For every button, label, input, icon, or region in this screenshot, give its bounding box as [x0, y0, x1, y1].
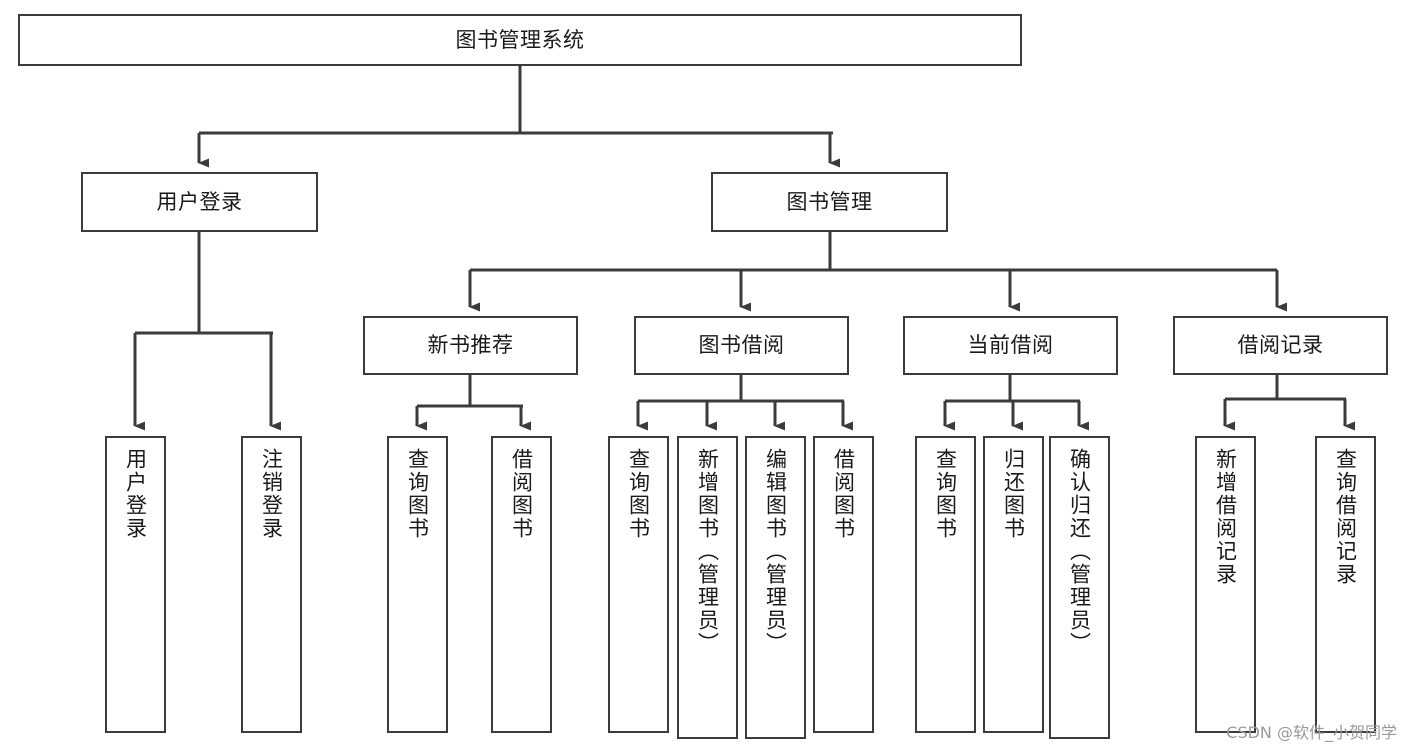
node-user-login[interactable]: 用户登录 [81, 172, 318, 232]
node-leaf-add-book[interactable]: 新增图书（管理员） [677, 436, 738, 739]
node-leaf-add-borrow-record-label: 新增借阅记录 [1213, 448, 1238, 586]
node-book-management[interactable]: 图书管理 [711, 172, 948, 232]
node-leaf-add-book-label: 新增图书（管理员） [695, 448, 720, 655]
node-leaf-add-borrow-record[interactable]: 新增借阅记录 [1195, 436, 1256, 733]
node-borrow-record[interactable]: 借阅记录 [1173, 316, 1388, 375]
node-leaf-query-borrow-record[interactable]: 查询借阅记录 [1315, 436, 1376, 733]
node-leaf-query-book-3[interactable]: 查询图书 [915, 436, 976, 733]
node-book-borrow-label: 图书借阅 [698, 333, 785, 358]
node-leaf-confirm-return[interactable]: 确认归还（管理员） [1049, 436, 1110, 739]
node-leaf-query-borrow-record-label: 查询借阅记录 [1333, 448, 1358, 586]
node-leaf-logout-login-label: 注销登录 [259, 448, 284, 540]
node-new-book-recommend[interactable]: 新书推荐 [363, 316, 578, 375]
node-root[interactable]: 图书管理系统 [18, 14, 1022, 66]
node-leaf-return-book-label: 归还图书 [1001, 448, 1026, 540]
node-leaf-query-book-1[interactable]: 查询图书 [387, 436, 448, 733]
node-user-login-label: 用户登录 [156, 189, 243, 214]
node-current-borrow-label: 当前借阅 [967, 333, 1054, 358]
csdn-watermark: CSDN @软件_小贺同学 [1226, 723, 1397, 742]
node-leaf-edit-book-label: 编辑图书（管理员） [763, 448, 788, 655]
node-leaf-confirm-return-label: 确认归还（管理员） [1067, 448, 1092, 655]
node-book-borrow[interactable]: 图书借阅 [634, 316, 849, 375]
node-leaf-edit-book[interactable]: 编辑图书（管理员） [745, 436, 806, 739]
node-leaf-user-login-label: 用户登录 [123, 448, 148, 540]
node-leaf-query-book-3-label: 查询图书 [933, 448, 958, 540]
node-leaf-user-login[interactable]: 用户登录 [105, 436, 166, 733]
node-leaf-borrow-book-1[interactable]: 借阅图书 [491, 436, 552, 733]
node-borrow-record-label: 借阅记录 [1237, 333, 1324, 358]
node-book-management-label: 图书管理 [786, 189, 873, 214]
node-leaf-borrow-book-1-label: 借阅图书 [509, 448, 534, 540]
node-leaf-query-book-1-label: 查询图书 [405, 448, 430, 540]
node-leaf-query-book-2[interactable]: 查询图书 [608, 436, 669, 733]
node-leaf-query-book-2-label: 查询图书 [626, 448, 651, 540]
node-leaf-logout-login[interactable]: 注销登录 [241, 436, 302, 733]
node-leaf-return-book[interactable]: 归还图书 [983, 436, 1044, 733]
node-leaf-borrow-book-2-label: 借阅图书 [831, 448, 856, 540]
node-new-book-recommend-label: 新书推荐 [427, 333, 514, 358]
node-leaf-borrow-book-2[interactable]: 借阅图书 [813, 436, 874, 733]
node-root-label: 图书管理系统 [455, 27, 585, 52]
node-current-borrow[interactable]: 当前借阅 [903, 316, 1118, 375]
